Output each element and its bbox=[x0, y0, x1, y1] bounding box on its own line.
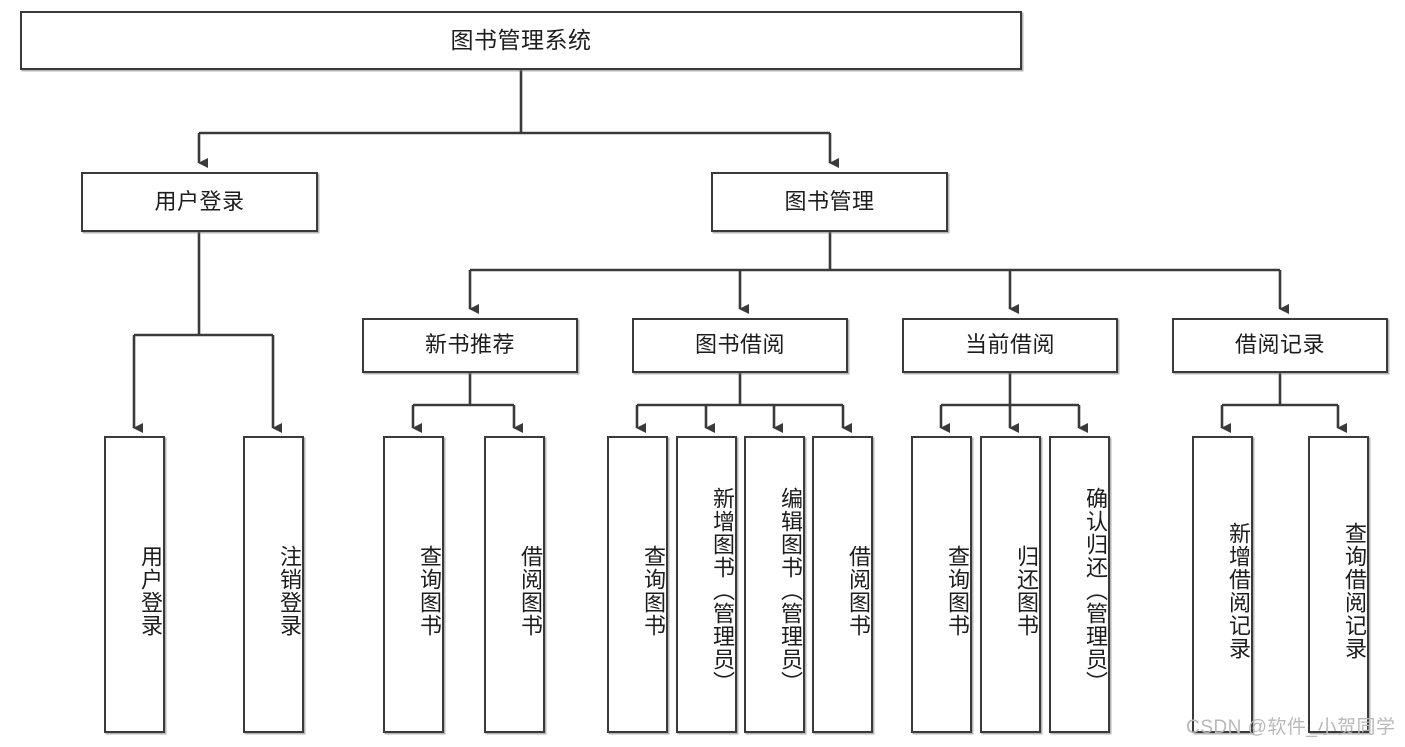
leaf-borrow-borrow-book[interactable]: 借阅图书 bbox=[812, 436, 873, 733]
leaf-borrow-add-book-admin[interactable]: 新增图书（管理员） bbox=[676, 436, 737, 733]
node-book-management[interactable]: 图书管理 bbox=[711, 172, 948, 232]
leaf-borrow-edit-book-admin[interactable]: 编辑图书（管理员） bbox=[744, 436, 805, 733]
leaf-label: 注销登录 bbox=[277, 544, 302, 637]
node-borrow-record[interactable]: 借阅记录 bbox=[1172, 318, 1388, 373]
leaf-label: 归还图书 bbox=[1014, 544, 1039, 637]
leaf-label: 用户登录 bbox=[138, 544, 163, 637]
leaf-user-login-signin[interactable]: 用户登录 bbox=[104, 436, 165, 733]
leaf-current-confirm-return-admin[interactable]: 确认归还（管理员） bbox=[1049, 436, 1110, 733]
leaf-label: 借阅图书 bbox=[518, 544, 543, 637]
leaf-label: 确认归还（管理员） bbox=[1083, 487, 1108, 694]
node-new-book-recommend[interactable]: 新书推荐 bbox=[362, 318, 578, 373]
leaf-borrow-query-book[interactable]: 查询图书 bbox=[607, 436, 668, 733]
leaf-user-login-signout[interactable]: 注销登录 bbox=[243, 436, 304, 733]
leaf-label: 查询图书 bbox=[417, 544, 442, 637]
node-user-login[interactable]: 用户登录 bbox=[81, 172, 318, 232]
leaf-label: 编辑图书（管理员） bbox=[778, 487, 803, 694]
node-root-system[interactable]: 图书管理系统 bbox=[20, 11, 1022, 70]
leaf-label: 查询图书 bbox=[641, 544, 666, 637]
leaf-label: 新增图书（管理员） bbox=[710, 487, 735, 694]
leaf-current-query-book[interactable]: 查询图书 bbox=[911, 436, 972, 733]
leaf-label: 借阅图书 bbox=[846, 544, 871, 637]
leaf-label: 新增借阅记录 bbox=[1226, 521, 1251, 660]
node-book-borrow[interactable]: 图书借阅 bbox=[632, 318, 848, 373]
leaf-recommend-query-book[interactable]: 查询图书 bbox=[383, 436, 444, 733]
leaf-label: 查询借阅记录 bbox=[1342, 521, 1367, 660]
leaf-recommend-borrow-book[interactable]: 借阅图书 bbox=[484, 436, 545, 733]
leaf-record-add-record[interactable]: 新增借阅记录 bbox=[1192, 436, 1253, 733]
leaf-current-return-book[interactable]: 归还图书 bbox=[980, 436, 1041, 733]
node-current-borrow[interactable]: 当前借阅 bbox=[902, 318, 1118, 373]
leaf-record-query-record[interactable]: 查询借阅记录 bbox=[1308, 436, 1369, 733]
csdn-watermark: CSDN @软件_小贺同学 bbox=[1186, 717, 1396, 738]
leaf-label: 查询图书 bbox=[945, 544, 970, 637]
